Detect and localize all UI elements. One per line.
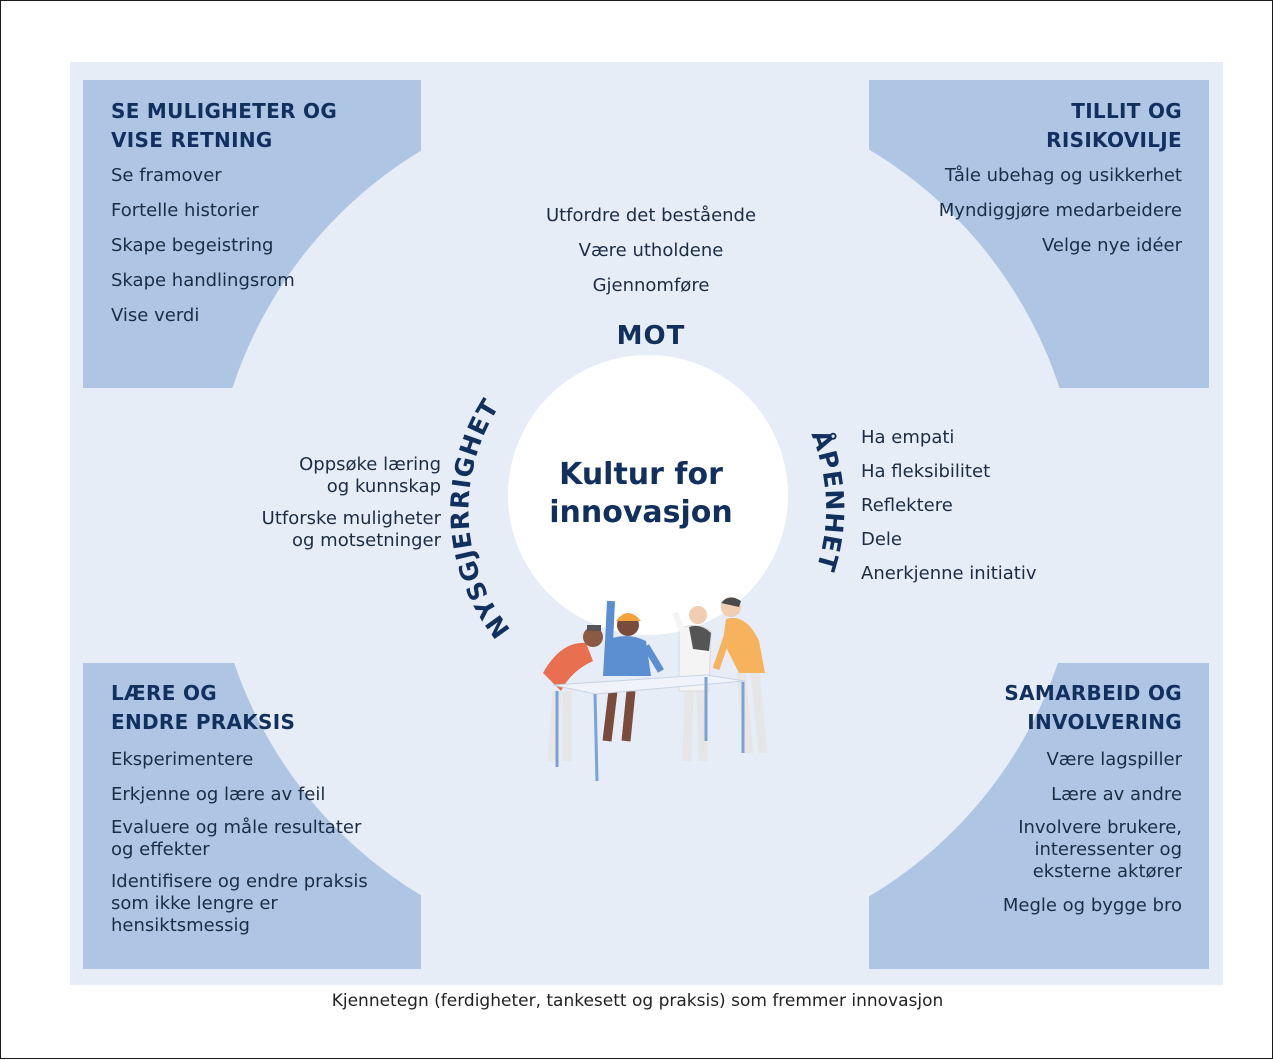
box-list: Eksperimentere Erkjenne og lære av feil … — [111, 747, 411, 937]
box-bg-top-left — [83, 80, 421, 388]
list-item-line: Identifisere og endre praksis — [111, 871, 368, 892]
box-bg-top-right — [869, 80, 1209, 388]
person-blue-arm-up — [602, 600, 665, 742]
list-item-line: Eksperimentere — [111, 749, 254, 770]
mot-list: Utfordre det bestående Være utholdene Gj… — [501, 203, 801, 308]
list-item-line: Involvere brukere, — [1018, 817, 1182, 838]
list-item: Myndiggjøre medarbeidere — [938, 200, 1182, 221]
box-title: SE MULIGHETER OG VISE RETNING — [111, 97, 391, 155]
list-item-line: interessenter og — [1034, 839, 1182, 860]
list-item: Skape begeistring — [111, 235, 274, 256]
list-item: Velge nye idéer — [1041, 235, 1182, 256]
list-item: Fortelle historier — [111, 200, 259, 221]
list-item: Utfordre det bestående — [545, 205, 757, 226]
box-tillit: TILLIT OG RISIKOVILJE Tåle ubehag og usi… — [862, 97, 1182, 268]
box-title: TILLIT OG RISIKOVILJE — [862, 97, 1182, 155]
box-title-line: TILLIT OG — [1071, 99, 1182, 123]
list-item: Være lagspiller — [862, 747, 1182, 772]
list-item: Se framover — [111, 165, 222, 186]
box-list: Se framover Fortelle historier Skape beg… — [111, 163, 391, 328]
list-item: Megle og bygge bro — [862, 893, 1182, 918]
box-laere: LÆRE OG ENDRE PRAKSIS Eksperimentere Erk… — [111, 679, 411, 937]
list-item: Anerkjenne initiativ — [861, 563, 1037, 584]
list-item: Dele — [861, 529, 903, 550]
list-item: Tåle ubehag og usikkerhet — [944, 165, 1182, 186]
center-title-line: Kultur for — [559, 457, 723, 492]
box-title-line: LÆRE OG — [111, 681, 217, 705]
box-se-muligheter: SE MULIGHETER OG VISE RETNING Se framove… — [111, 97, 391, 338]
list-item-line: Erkjenne og lære av feil — [111, 784, 326, 805]
list-item-line: hensiktsmessig — [111, 915, 250, 936]
box-title-line: VISE RETNING — [111, 128, 273, 152]
list-item-line: Megle og bygge bro — [1002, 895, 1182, 916]
table — [552, 674, 746, 782]
list-item: Lære av andre — [862, 782, 1182, 807]
mot-label: MOT — [616, 321, 686, 351]
person-orange-right — [712, 597, 768, 754]
box-bg-bottom-left — [83, 663, 421, 969]
list-item-line: Evaluere og måle resultater — [111, 817, 362, 838]
list-item-line: og effekter — [111, 839, 210, 860]
list-item: Eksperimentere — [111, 747, 411, 772]
person-white-shirt — [672, 606, 712, 762]
list-item: Vise verdi — [111, 305, 200, 326]
list-item: Gjennomføre — [592, 275, 710, 296]
list-item: Erkjenne og lære av feil — [111, 782, 411, 807]
box-title-line: SAMARBEID OG — [1004, 681, 1182, 705]
list-item: Evaluere og måle resultater og effekter — [111, 817, 411, 861]
box-title: SAMARBEID OG INVOLVERING — [862, 679, 1182, 737]
list-item: Oppsøke læring og kunnskap — [191, 454, 441, 498]
box-list: Tåle ubehag og usikkerhet Myndiggjøre me… — [862, 163, 1182, 258]
list-item-line: Være lagspiller — [1046, 749, 1182, 770]
center-title-line: innovasjon — [549, 495, 733, 530]
list-item-line: Oppsøke læring — [299, 454, 441, 475]
box-samarbeid: SAMARBEID OG INVOLVERING Være lagspiller… — [862, 679, 1182, 918]
figure-caption: Kjennetegn (ferdigheter, tankesett og pr… — [331, 991, 944, 1011]
box-title-line: INVOLVERING — [1027, 710, 1182, 734]
center-title: Kultur for innovasjon — [521, 456, 761, 532]
list-item-line: Lære av andre — [1051, 784, 1182, 805]
list-item: Ha fleksibilitet — [861, 461, 991, 482]
list-item-line: og motsetninger — [292, 530, 441, 551]
apenhet-list: Ha empati Ha fleksibilitet Reflektere De… — [861, 425, 1111, 595]
list-item: Ha empati — [861, 427, 955, 448]
box-title-line: ENDRE PRAKSIS — [111, 710, 296, 734]
box-title-line: SE MULIGHETER OG — [111, 99, 338, 123]
list-item-line: eksterne aktører — [1032, 861, 1182, 882]
list-item: Utforske muligheter og motsetninger — [191, 508, 441, 552]
list-item: Skape handlingsrom — [111, 270, 295, 291]
box-list: Være lagspiller Lære av andre Involvere … — [862, 747, 1182, 918]
list-item: Være utholdene — [578, 240, 724, 261]
list-item-line: Utforske muligheter — [261, 508, 441, 529]
list-item: Identifisere og endre praksis som ikke l… — [111, 871, 411, 937]
box-title: LÆRE OG ENDRE PRAKSIS — [111, 679, 411, 737]
list-item-line: og kunnskap — [326, 476, 441, 497]
list-item: Reflektere — [861, 495, 953, 516]
nysgjerrighet-list: Oppsøke læring og kunnskap Utforske muli… — [191, 454, 441, 562]
box-title-line: RISIKOVILJE — [1046, 128, 1182, 152]
list-item-line: som ikke lengre er — [111, 893, 278, 914]
box-bg-bottom-right — [869, 663, 1209, 969]
list-item: Involvere brukere, interessenter og ekst… — [862, 817, 1182, 883]
